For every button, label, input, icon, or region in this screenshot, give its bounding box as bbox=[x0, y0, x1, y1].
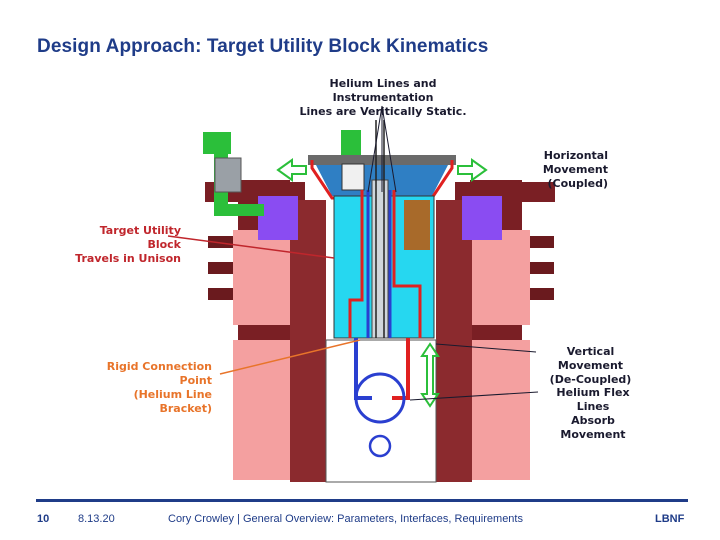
callout-rigid: Rigid Connection Point (Helium Line Brac… bbox=[106, 360, 212, 415]
callout-vertical: Vertical Movement (De-Coupled) bbox=[549, 345, 632, 386]
callout-horizontal: Horizontal Movement (Coupled) bbox=[542, 149, 608, 190]
footer-page-number: 10 bbox=[37, 513, 50, 525]
pink-shield-right-lower bbox=[472, 340, 530, 480]
instrument-port bbox=[341, 163, 365, 191]
flex-loop bbox=[354, 372, 406, 424]
left-bracket-2 bbox=[208, 262, 240, 274]
callout-flex: Helium Flex Lines Absorb Movement bbox=[556, 386, 630, 441]
purple-block-right bbox=[462, 196, 502, 240]
orange-insert bbox=[404, 200, 430, 250]
gray-valve bbox=[214, 157, 242, 193]
inner-maroon-right bbox=[436, 200, 472, 482]
inner-maroon-left bbox=[290, 200, 326, 482]
pink-shield-left bbox=[233, 230, 295, 325]
callout-helium-static: Helium Lines and Instrumentation Lines a… bbox=[299, 77, 467, 118]
footer-divider bbox=[36, 499, 688, 502]
green-fitting-left bbox=[203, 132, 231, 154]
purple-block-left bbox=[258, 196, 298, 240]
horizontal-arrow-right bbox=[457, 158, 488, 182]
footer-organization: LBNF bbox=[655, 513, 685, 525]
leader-rigid bbox=[219, 339, 361, 375]
flex-line-red bbox=[392, 338, 410, 400]
leader-helium-1 bbox=[367, 105, 383, 193]
slide-title: Design Approach: Target Utility Block Ki… bbox=[37, 36, 489, 57]
horizontal-arrow-left bbox=[276, 158, 307, 182]
callout-target-block: Target Utility Block Travels in Unison bbox=[75, 224, 181, 265]
green-fitting-center bbox=[341, 130, 361, 156]
red-line-right bbox=[392, 190, 422, 338]
leader-helium-3 bbox=[381, 105, 397, 193]
inner-well bbox=[325, 339, 437, 483]
red-line-left bbox=[348, 190, 364, 338]
leader-vertical bbox=[435, 343, 537, 353]
pink-shield-right bbox=[468, 230, 530, 325]
pink-shield-left-lower bbox=[233, 340, 291, 480]
green-base-left bbox=[214, 204, 264, 216]
lower-port bbox=[368, 434, 392, 458]
helium-channel bbox=[371, 179, 389, 339]
leader-target bbox=[167, 235, 335, 259]
leader-flex bbox=[409, 391, 539, 401]
footer-presentation-info: Cory Crowley | General Overview: Paramet… bbox=[168, 513, 523, 525]
footer-date: 8.13.20 bbox=[78, 513, 115, 525]
left-bracket-3 bbox=[208, 288, 240, 300]
vertical-arrow bbox=[420, 342, 440, 408]
